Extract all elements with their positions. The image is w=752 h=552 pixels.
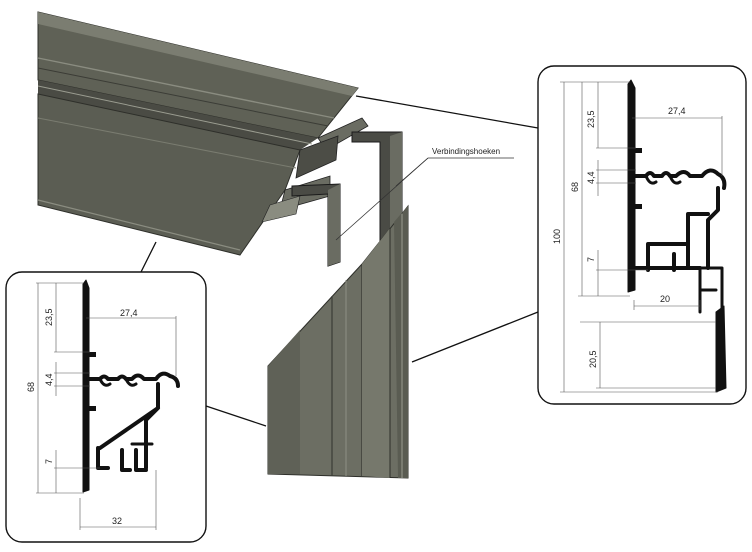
detail-leaders [139, 95, 539, 427]
profile-right [627, 79, 727, 393]
detail-right: 100 68 23,5 4,4 7 20,5 27,4 20 [537, 65, 747, 405]
dim-left-top: 23,5 [44, 308, 54, 326]
dim-right-lower: 20,5 [588, 350, 598, 368]
connecting-brackets [291, 131, 403, 267]
dim-right-bottom: 7 [586, 257, 596, 262]
wall-panel-assembly [267, 204, 409, 479]
dim-right-width-top: 27,4 [668, 106, 686, 116]
detail-left: 68 23,5 4,4 7 27,4 32 [5, 271, 207, 543]
dim-right-width-lower: 20 [660, 294, 670, 304]
dim-right-gap: 4,4 [586, 171, 596, 184]
dim-left-width-top: 27,4 [120, 308, 138, 318]
dim-left-gap: 4,4 [44, 373, 54, 386]
detail-right-frame [537, 65, 747, 405]
detail-left-frame [5, 271, 207, 543]
dimension-lines-right [560, 81, 723, 393]
dim-left-height: 68 [26, 382, 36, 392]
dim-right-upper: 68 [570, 182, 580, 192]
dimension-lines-left [36, 282, 177, 530]
roof-panel-lower [37, 93, 301, 256]
callout-verbindingshoeken: Verbindingshoeken [335, 147, 514, 241]
roof-panel-assembly [37, 11, 369, 256]
dim-left-bottom: 7 [44, 459, 54, 464]
dim-right-height: 100 [552, 229, 562, 244]
callout-label: Verbindingshoeken [432, 147, 500, 156]
dim-right-top: 23,5 [586, 110, 596, 128]
dim-left-width-bottom: 32 [112, 516, 122, 526]
